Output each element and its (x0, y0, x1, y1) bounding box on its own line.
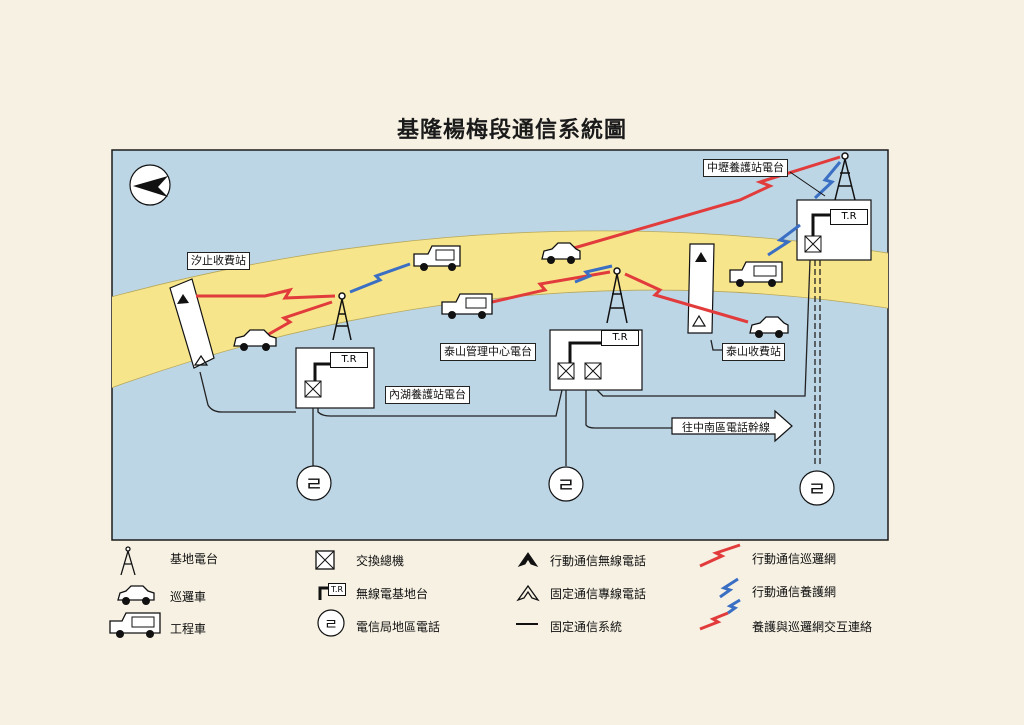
legend-local-phone-icon: ㄹ (317, 609, 345, 637)
local-phone-neihu-icon: ㄹ (296, 465, 332, 501)
phone-glyph: ㄹ (808, 477, 826, 501)
legend-switch-text: 交換總機 (356, 554, 405, 568)
legend-engineering-icon (109, 612, 161, 638)
legend-local-phone-text: 電信局地區電話 (356, 620, 441, 634)
legend-fixed-phone-icon (516, 584, 540, 602)
tr-label-taishan: T.R (601, 330, 639, 346)
local-phone-zhongli-icon: ㄹ (799, 470, 835, 506)
legend-mobile-phone-icon (517, 552, 539, 567)
label-xizhi: 汐止收費站 (187, 252, 250, 270)
tower-neihu (332, 292, 352, 341)
radio-links (196, 155, 842, 340)
local-phone-taishan-icon: ㄹ (548, 466, 584, 502)
label-taishan-toll: 泰山收費站 (722, 343, 785, 361)
legend-tr-label: T.R (328, 583, 346, 596)
label-zhongli: 中壢養護站電台 (703, 159, 788, 177)
tower-zhongli (834, 152, 856, 201)
patrol-car-icon (233, 329, 277, 351)
engineering-truck-icon (441, 293, 493, 319)
label-taishan-center: 泰山管理中心電台 (440, 343, 536, 361)
legend-base-text: 基地電台 (170, 552, 219, 566)
svg-text:ㄹ: ㄹ (324, 615, 338, 633)
tr-label-zhongli: T.R (830, 209, 868, 225)
legend-fixed-system-text: 固定通信系統 (550, 620, 623, 634)
engineering-truck-icon (413, 245, 461, 271)
phone-glyph: ㄹ (557, 473, 575, 497)
taishan-toll-booth (687, 243, 715, 334)
legend-patrol-icon (117, 585, 155, 605)
legend-patrol-text: 巡邏車 (170, 590, 207, 604)
legend-mobile-phone-text: 行動通信無線電話 (550, 554, 647, 568)
mobile-phone-icon (177, 294, 189, 304)
patrol-car-icon (541, 242, 581, 264)
legend-fixed-phone-text: 固定通信專線電話 (550, 587, 647, 601)
label-to-south: 往中南區電話幹線 (682, 421, 770, 434)
tr-label-neihu: T.R (330, 352, 368, 368)
xizhi-toll-booth (169, 278, 215, 369)
legend-maint-net-icon (719, 577, 739, 599)
legend-radio-base-text: 無線電基地台 (356, 587, 429, 601)
tower-taishan (606, 267, 628, 324)
page-title: 基隆楊梅段通信系統圖 (396, 118, 627, 143)
compass-north-arrow-icon (129, 164, 171, 206)
legend-interlink-text: 養護與巡邏網交互連絡 (752, 620, 873, 634)
legend-switch-icon (315, 550, 335, 570)
fixed-lines (199, 259, 821, 467)
legend-engineering-text: 工程車 (170, 622, 207, 636)
phone-glyph: ㄹ (305, 472, 323, 496)
label-neihu: 內湖養護站電台 (385, 386, 470, 404)
engineering-truck-icon (729, 261, 783, 287)
patrol-car-icon (749, 316, 789, 338)
to-south-arrow (671, 409, 793, 443)
legend-maint-net-text: 行動通信養護網 (752, 585, 837, 599)
fixed-phone-icon (193, 354, 209, 366)
legend-base-icon (120, 546, 136, 576)
legend-interlink-icon (699, 598, 741, 631)
legend-radio-base-icon (318, 586, 328, 600)
legend-patrol-net-text: 行動通信巡邏網 (752, 552, 837, 566)
legend-patrol-net-icon (699, 543, 741, 568)
